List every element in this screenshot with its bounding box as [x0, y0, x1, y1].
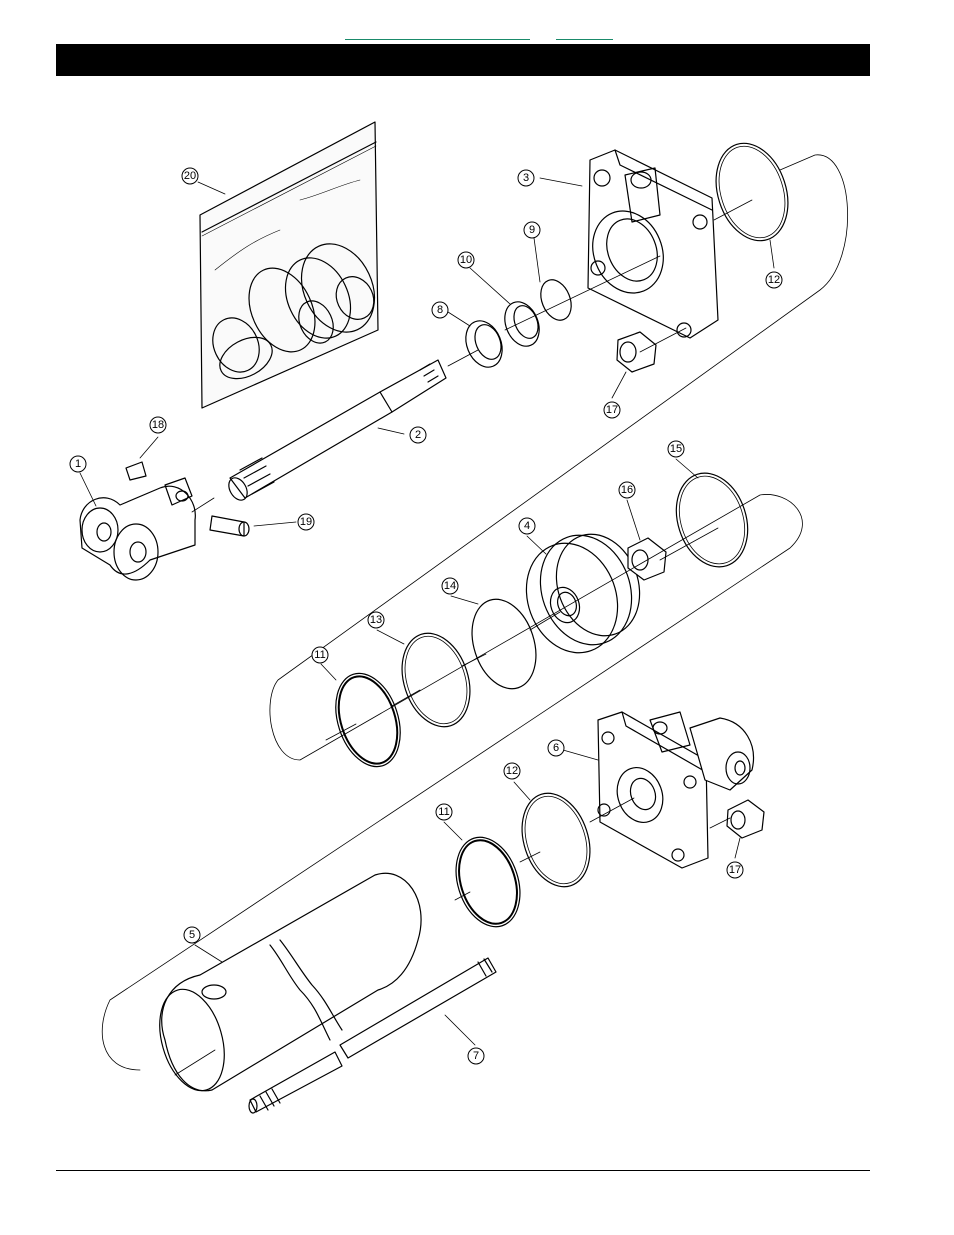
end-cap-bottom — [598, 712, 753, 868]
callout-17-top: 17 — [606, 404, 618, 416]
callout-2: 2 — [415, 429, 421, 441]
callout-12-bottom: 12 — [506, 765, 518, 777]
seal-kit-bag — [200, 122, 388, 408]
callout-9: 9 — [529, 224, 535, 236]
piston-seals — [325, 591, 547, 775]
callout-19: 19 — [300, 516, 312, 528]
callout-5: 5 — [189, 929, 195, 941]
rod-clevis — [80, 462, 249, 580]
callout-14: 14 — [444, 580, 456, 592]
callout-4: 4 — [524, 520, 530, 532]
callout-6: 6 — [553, 742, 559, 754]
callout-15: 15 — [670, 443, 682, 455]
piston — [512, 522, 654, 665]
callout-7: 7 — [473, 1050, 479, 1062]
o-ring-15 — [665, 464, 759, 576]
o-ring-12-bottom — [511, 784, 602, 895]
footer-rule — [56, 1170, 870, 1171]
callout-1: 1 — [75, 458, 81, 470]
callout-13: 13 — [370, 614, 382, 626]
callout-10: 10 — [460, 254, 472, 266]
callout-16: 16 — [621, 484, 633, 496]
callout-3: 3 — [523, 172, 529, 184]
end-cap-top — [581, 150, 718, 338]
cylinder-barrel — [149, 873, 421, 1098]
nut-17-bottom — [727, 800, 764, 838]
nut-16 — [628, 538, 666, 580]
callout-11-bottom: 11 — [438, 806, 449, 818]
o-ring-11-bottom — [445, 829, 530, 935]
callout-17-bottom: 17 — [729, 864, 741, 876]
callout-18: 18 — [152, 419, 164, 431]
callout-20: 20 — [184, 170, 196, 182]
callout-12-top: 12 — [768, 274, 780, 286]
callout-8: 8 — [437, 304, 443, 316]
o-ring-12-top — [704, 134, 800, 250]
callout-11-middle: 11 — [314, 649, 325, 661]
nut-17-top — [617, 332, 656, 372]
